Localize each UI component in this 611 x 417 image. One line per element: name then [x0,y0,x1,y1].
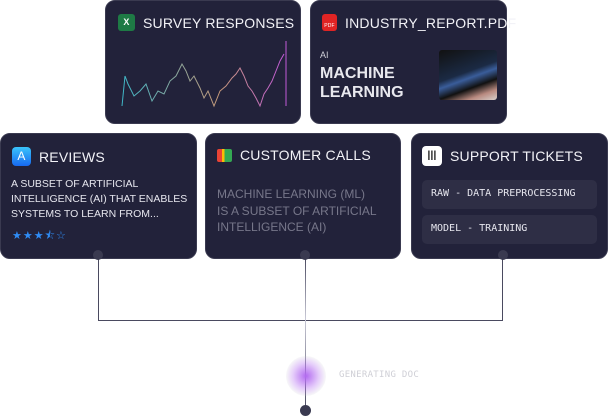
report-thumbnail-image [439,50,497,100]
support-tickets-card[interactable]: ||| SUPPORT TICKETS RAW - DATA PREPROCES… [411,133,608,259]
ticket-item[interactable]: RAW - DATA PREPROCESSING [422,180,597,209]
connector-dot [300,250,310,260]
card-title: SUPPORT TICKETS [450,148,583,164]
generating-glow [286,356,326,396]
app-store-icon: A [12,147,31,166]
connector-dot [498,250,508,260]
excel-icon: X [118,14,135,31]
connector-line [305,258,306,410]
star-full-icon: ★ [22,230,34,242]
review-text: A SUBSET OF ARTIFICIAL INTELLIGENCE (AI)… [11,178,188,220]
star-empty-icon: ☆ [56,230,67,242]
star-full-icon: ★ [33,230,45,242]
card-title: CUSTOMER CALLS [240,147,371,163]
connector-dot [93,250,103,260]
status-label: GENERATING DOC [339,370,420,380]
pdf-icon: PDF [322,14,337,31]
connector-line [98,320,503,321]
survey-responses-card[interactable]: X SURVEY RESPONSES [105,0,301,124]
customer-calls-card[interactable]: CUSTOMER CALLS MACHINE LEARNING (ML) IS … [205,133,401,259]
industry-report-card[interactable]: PDF INDUSTRY_REPORT.PDF AI MACHINE LEARN… [310,0,516,124]
call-transcript-text: MACHINE LEARNING (ML) IS A SUBSET OF ART… [217,187,377,234]
intercom-icon: ||| [422,146,442,166]
card-title: SURVEY RESPONSES [143,14,295,31]
star-full-icon: ★ [12,230,23,242]
ticket-item[interactable]: MODEL - TRAINING [422,215,597,244]
star-rating: ★★★⯪☆ [12,227,67,246]
connector-line [502,258,503,320]
output-dot [300,405,311,416]
report-heading: MACHINE LEARNING [320,65,404,101]
card-title: REVIEWS [39,148,105,165]
survey-sparkline [121,41,287,108]
card-title: INDUSTRY_REPORT.PDF [345,14,517,31]
star-half-icon: ⯪ [44,230,57,242]
connector-line [98,258,99,320]
google-meet-icon [217,148,232,162]
report-kicker: AI [320,50,329,60]
reviews-card[interactable]: A REVIEWS A SUBSET OF ARTIFICIAL INTELLI… [0,133,197,259]
